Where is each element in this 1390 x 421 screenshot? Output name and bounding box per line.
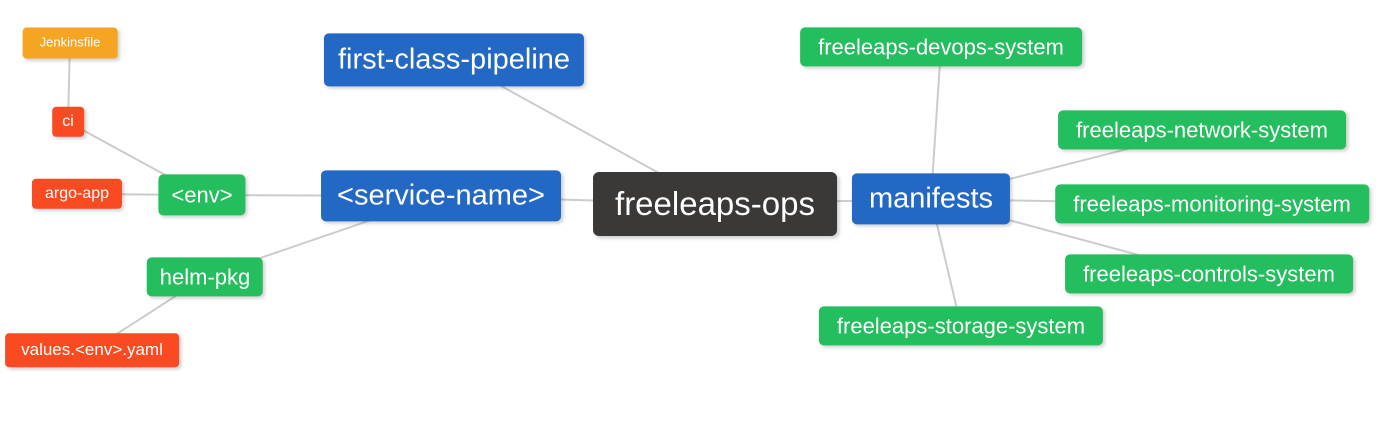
- node-service-name[interactable]: <service-name>: [321, 170, 561, 222]
- node-values-env-yaml[interactable]: values.<env>.yaml: [5, 333, 179, 367]
- node-jenkinsfile[interactable]: Jenkinsfile: [22, 27, 118, 59]
- node-argo-app[interactable]: argo-app: [31, 178, 123, 210]
- node-freeleaps-storage-system[interactable]: freeleaps-storage-system: [818, 306, 1104, 346]
- node-freeleaps-ops-root[interactable]: freeleaps-ops: [593, 172, 837, 236]
- node-freeleaps-controls-system[interactable]: freeleaps-controls-system: [1065, 254, 1353, 294]
- node-manifests[interactable]: manifests: [851, 173, 1011, 225]
- node-freeleaps-monitoring-system[interactable]: freeleaps-monitoring-system: [1055, 184, 1369, 224]
- node-helm-pkg[interactable]: helm-pkg: [146, 257, 264, 297]
- node-freeleaps-network-system[interactable]: freeleaps-network-system: [1058, 110, 1346, 150]
- node-first-class-pipeline[interactable]: first-class-pipeline: [323, 33, 585, 87]
- node-ci[interactable]: ci: [52, 106, 84, 138]
- node-env[interactable]: <env>: [158, 174, 246, 216]
- node-freeleaps-devops-system[interactable]: freeleaps-devops-system: [800, 27, 1082, 67]
